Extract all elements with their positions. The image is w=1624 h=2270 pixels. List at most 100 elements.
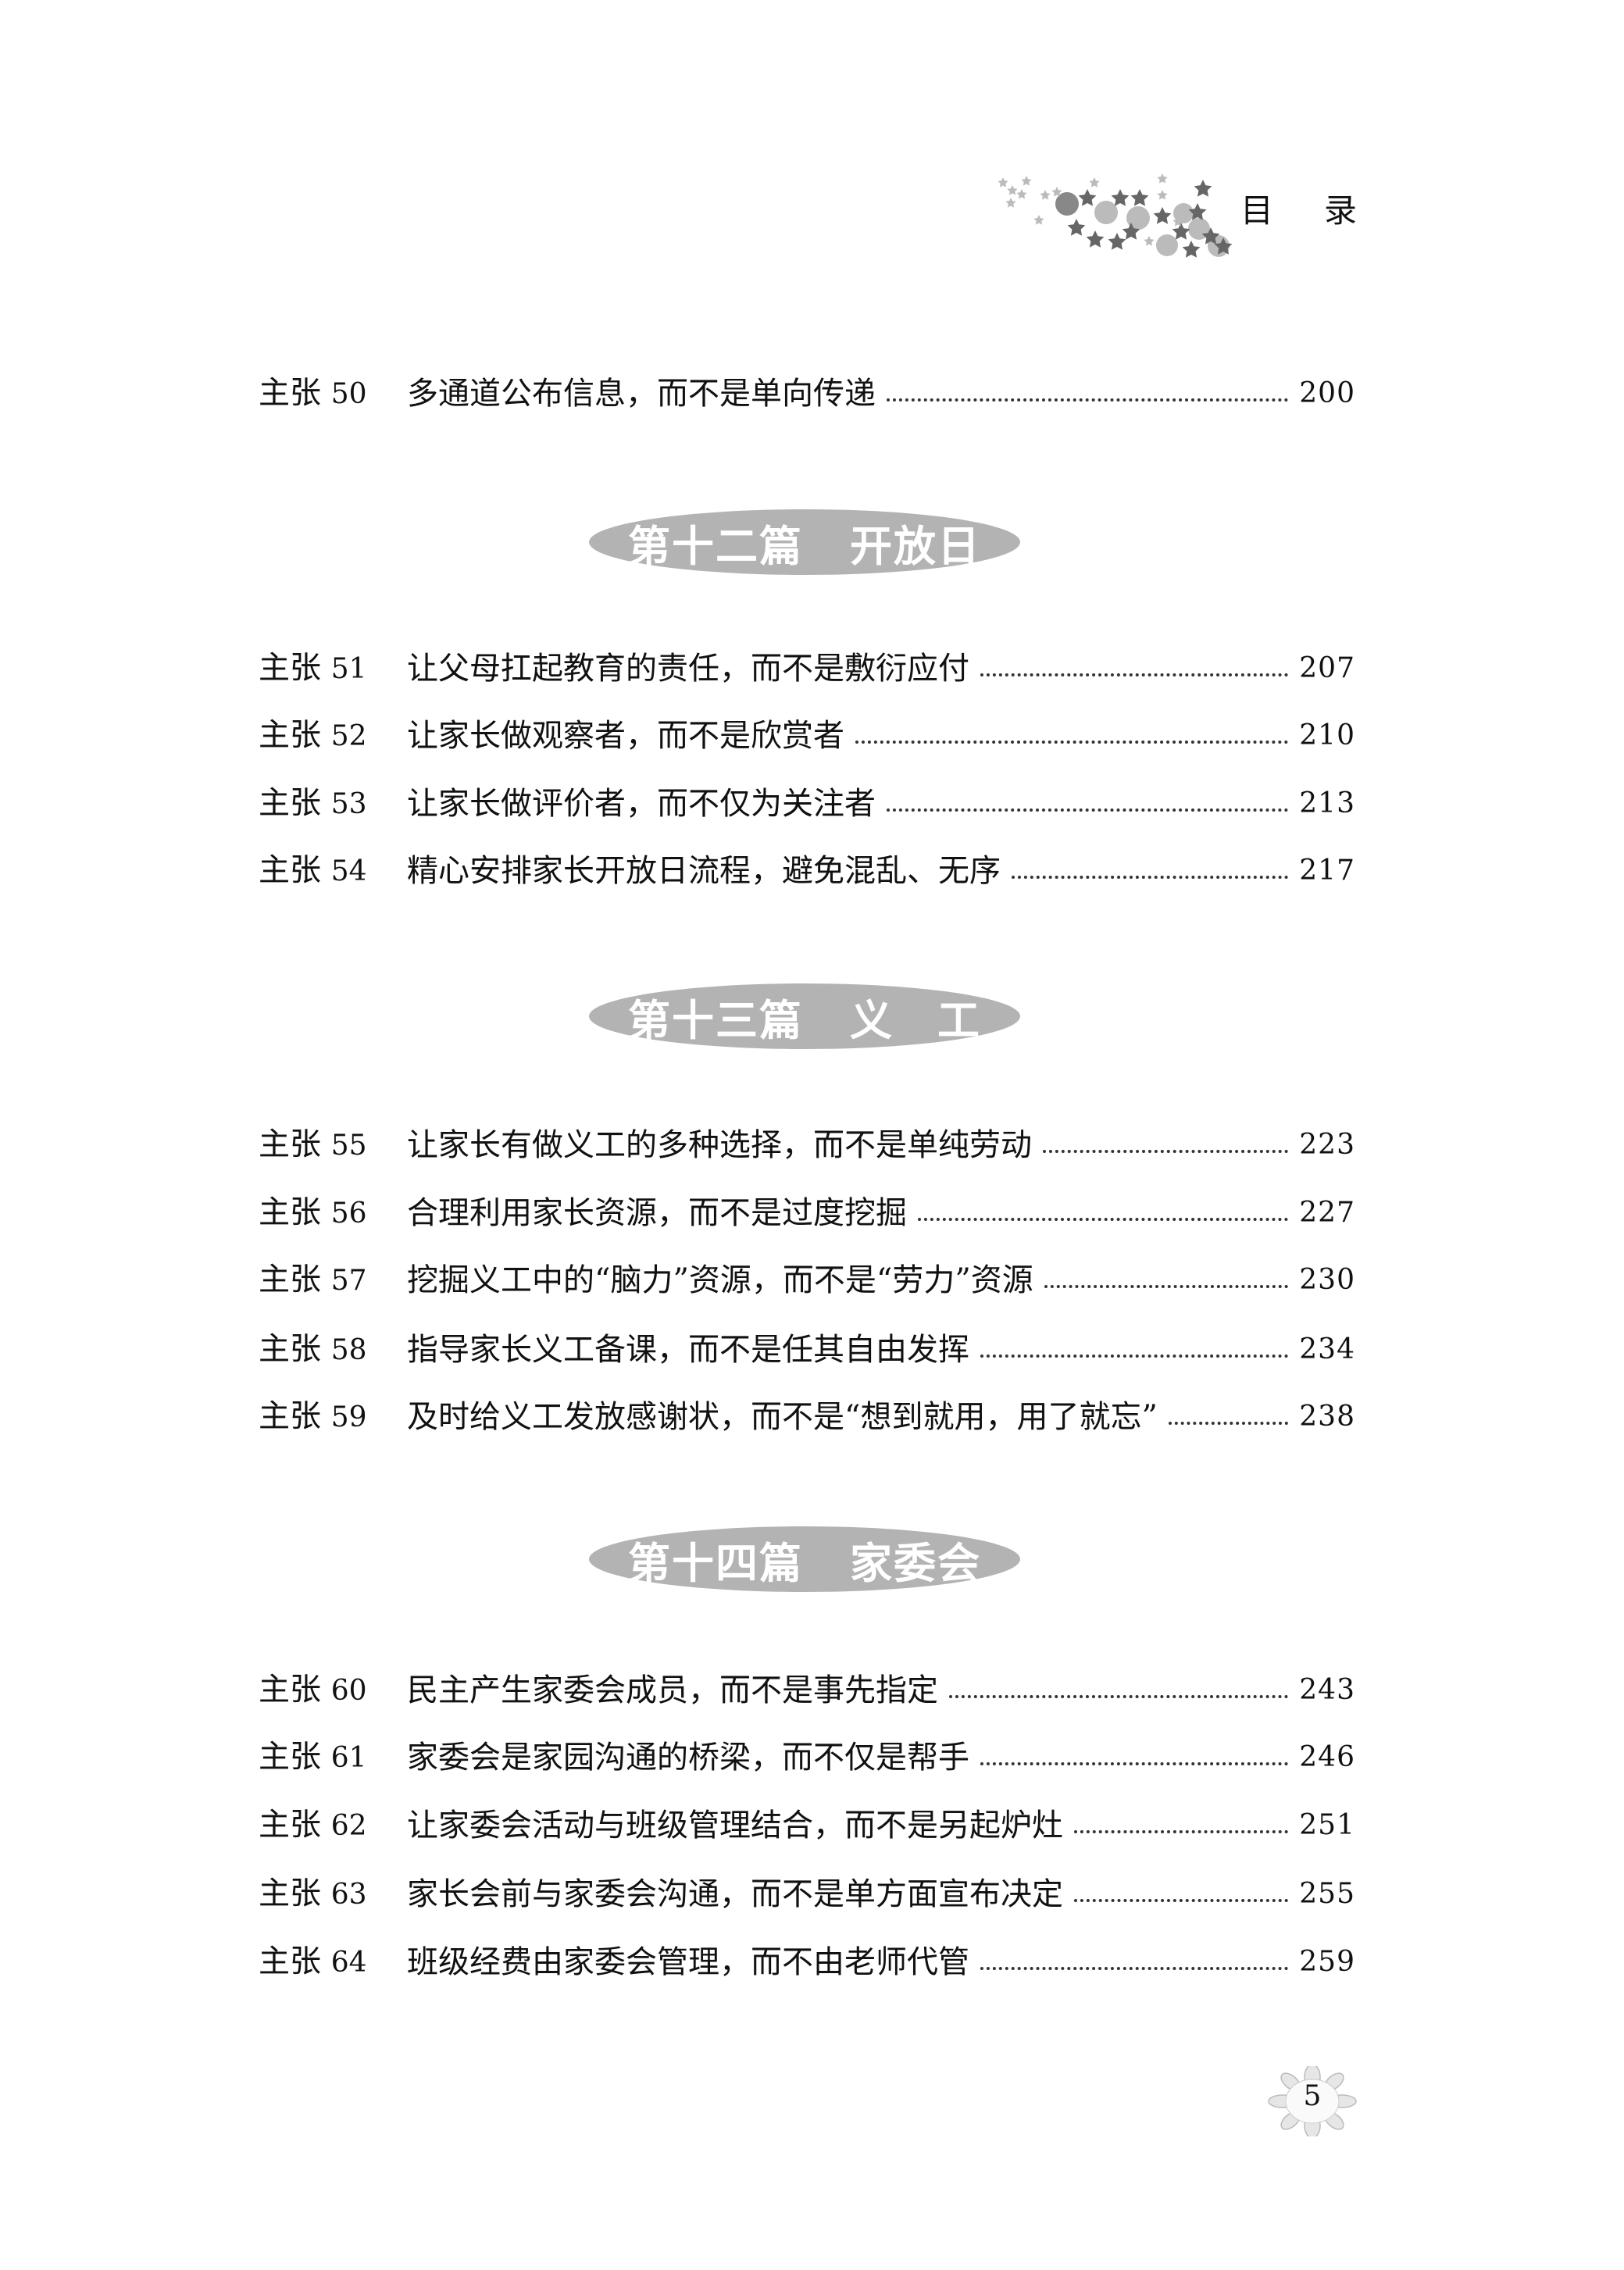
entry-page: 238	[1299, 1401, 1355, 1433]
toc-entry[interactable]: 主张 50 多通道公布信息，而不是单向传递 200	[259, 374, 1355, 413]
entry-title: 精心安排家长开放日流程，避免混乱、无序	[407, 853, 1001, 889]
entry-label: 主张 53	[259, 785, 367, 821]
page-number-badge: 5	[1265, 2064, 1359, 2139]
header-title-char: 录	[1324, 191, 1358, 230]
star-icon	[1021, 176, 1032, 186]
entry-number: 63	[330, 1879, 367, 1911]
entry-title: 多通道公布信息，而不是单向传递	[407, 376, 876, 412]
entry-title: 合理利用家长资源，而不是过度挖掘	[407, 1195, 907, 1231]
entry-number: 58	[330, 1334, 367, 1366]
entry-label: 主张 61	[259, 1739, 367, 1775]
entry-page: 213	[1299, 787, 1355, 819]
entry-number: 57	[330, 1265, 367, 1297]
entry-title: 让家长有做义工的多种选择，而不是单纯劳动	[407, 1127, 1032, 1163]
entry-number: 56	[330, 1197, 367, 1230]
star-icon	[1005, 198, 1016, 208]
entry-label: 主张 60	[259, 1672, 367, 1708]
entry-number: 53	[330, 788, 367, 820]
entry-label: 主张 59	[259, 1398, 367, 1434]
entry-label: 主张 56	[259, 1194, 367, 1230]
page-number: 5	[1303, 2080, 1322, 2112]
entry-title: 挖掘义工中的“脑力”资源，而不是“劳力”资源	[407, 1262, 1033, 1298]
entry-page: 223	[1299, 1129, 1355, 1161]
dot-leader	[980, 1355, 1289, 1358]
entry-title: 让家长做观察者，而不是欣赏者	[407, 718, 844, 754]
dot-leader	[949, 1695, 1289, 1698]
dot-leader	[1074, 1899, 1289, 1902]
entry-label: 主张 57	[259, 1262, 367, 1297]
entry-number: 61	[330, 1742, 367, 1774]
star-icon	[1111, 189, 1130, 206]
toc-entry[interactable]: 主张 62 让家委会活动与班级管理结合，而不是另起炉灶 251	[259, 1806, 1355, 1845]
toc-entry[interactable]: 主张 60 民主产生家委会成员，而不是事先指定 243	[259, 1671, 1355, 1710]
entry-page: 259	[1299, 1946, 1355, 1978]
entry-title: 让父母扛起教育的责任，而不是敷衍应付	[407, 651, 969, 687]
star-icon	[1033, 215, 1044, 225]
entry-title: 家委会是家园沟通的桥梁，而不仅是帮手	[407, 1740, 969, 1776]
entry-label: 主张 51	[259, 650, 367, 686]
entry-title: 让家长做评价者，而不仅为关注者	[407, 786, 876, 822]
dot-leader	[980, 673, 1289, 676]
star-icon	[1067, 219, 1086, 236]
entry-number: 50	[330, 378, 367, 410]
entry-number: 52	[330, 720, 367, 752]
star-icon	[1078, 189, 1097, 206]
toc-entry[interactable]: 主张 53 让家长做评价者，而不仅为关注者 213	[259, 784, 1355, 823]
section-name: 家委会	[850, 1538, 981, 1588]
entry-page: 251	[1299, 1809, 1355, 1841]
entry-page: 255	[1299, 1878, 1355, 1910]
dot-leader	[1168, 1422, 1289, 1425]
entry-label: 主张 62	[259, 1807, 367, 1843]
dot-leader	[980, 1762, 1289, 1765]
section-part: 第十二篇	[628, 521, 803, 571]
entry-title: 让家委会活动与班级管理结合，而不是另起炉灶	[407, 1808, 1063, 1843]
star-icon	[1172, 223, 1190, 240]
entry-number: 62	[330, 1810, 367, 1842]
toc-entry[interactable]: 主张 55 让家长有做义工的多种选择，而不是单纯劳动 223	[259, 1126, 1355, 1165]
section-banner: 第十二篇开放日	[589, 509, 1020, 575]
header-title-char: 目	[1240, 191, 1274, 230]
dot-leader	[1074, 1830, 1289, 1833]
entry-label: 主张 58	[259, 1331, 367, 1367]
entry-number: 54	[330, 855, 367, 887]
star-icon	[1130, 189, 1149, 206]
dot-leader	[1012, 876, 1289, 879]
entry-page: 227	[1299, 1197, 1355, 1229]
star-icon	[1086, 230, 1105, 248]
entry-title: 家长会前与家委会沟通，而不是单方面宣布决定	[407, 1876, 1063, 1912]
entry-number: 55	[330, 1130, 367, 1162]
star-icon	[1157, 190, 1168, 200]
entry-label: 主张 50	[259, 375, 367, 411]
star-icon	[1016, 189, 1027, 199]
section-banner: 第十三篇义 工	[589, 983, 1020, 1049]
toc-entry[interactable]: 主张 56 合理利用家长资源，而不是过度挖掘 227	[259, 1194, 1355, 1233]
section-name: 义 工	[850, 995, 981, 1045]
entry-label: 主张 55	[259, 1126, 367, 1162]
dot-leader	[887, 808, 1289, 812]
entry-page: 230	[1299, 1264, 1355, 1296]
entry-title: 民主产生家委会成员，而不是事先指定	[407, 1672, 938, 1708]
star-icon	[998, 177, 1008, 187]
entry-page: 243	[1299, 1674, 1355, 1706]
star-icon	[1144, 236, 1155, 246]
dot-leader	[855, 741, 1289, 744]
flower-icon	[1268, 2064, 1357, 2139]
star-icon	[1182, 241, 1201, 258]
dot-leader	[887, 398, 1289, 402]
entry-page: 207	[1299, 652, 1355, 684]
entry-number: 59	[330, 1401, 367, 1433]
star-icon	[1007, 185, 1018, 195]
toc-entry[interactable]: 主张 51 让父母扛起教育的责任，而不是敷衍应付 207	[259, 649, 1355, 688]
entry-page: 200	[1299, 377, 1355, 409]
entry-label: 主张 64	[259, 1943, 367, 1979]
entry-page: 217	[1299, 855, 1355, 887]
section-part: 第十三篇	[628, 995, 803, 1045]
toc-entry[interactable]: 主张 57 挖掘义工中的“脑力”资源，而不是“劳力”资源 230	[259, 1261, 1355, 1300]
